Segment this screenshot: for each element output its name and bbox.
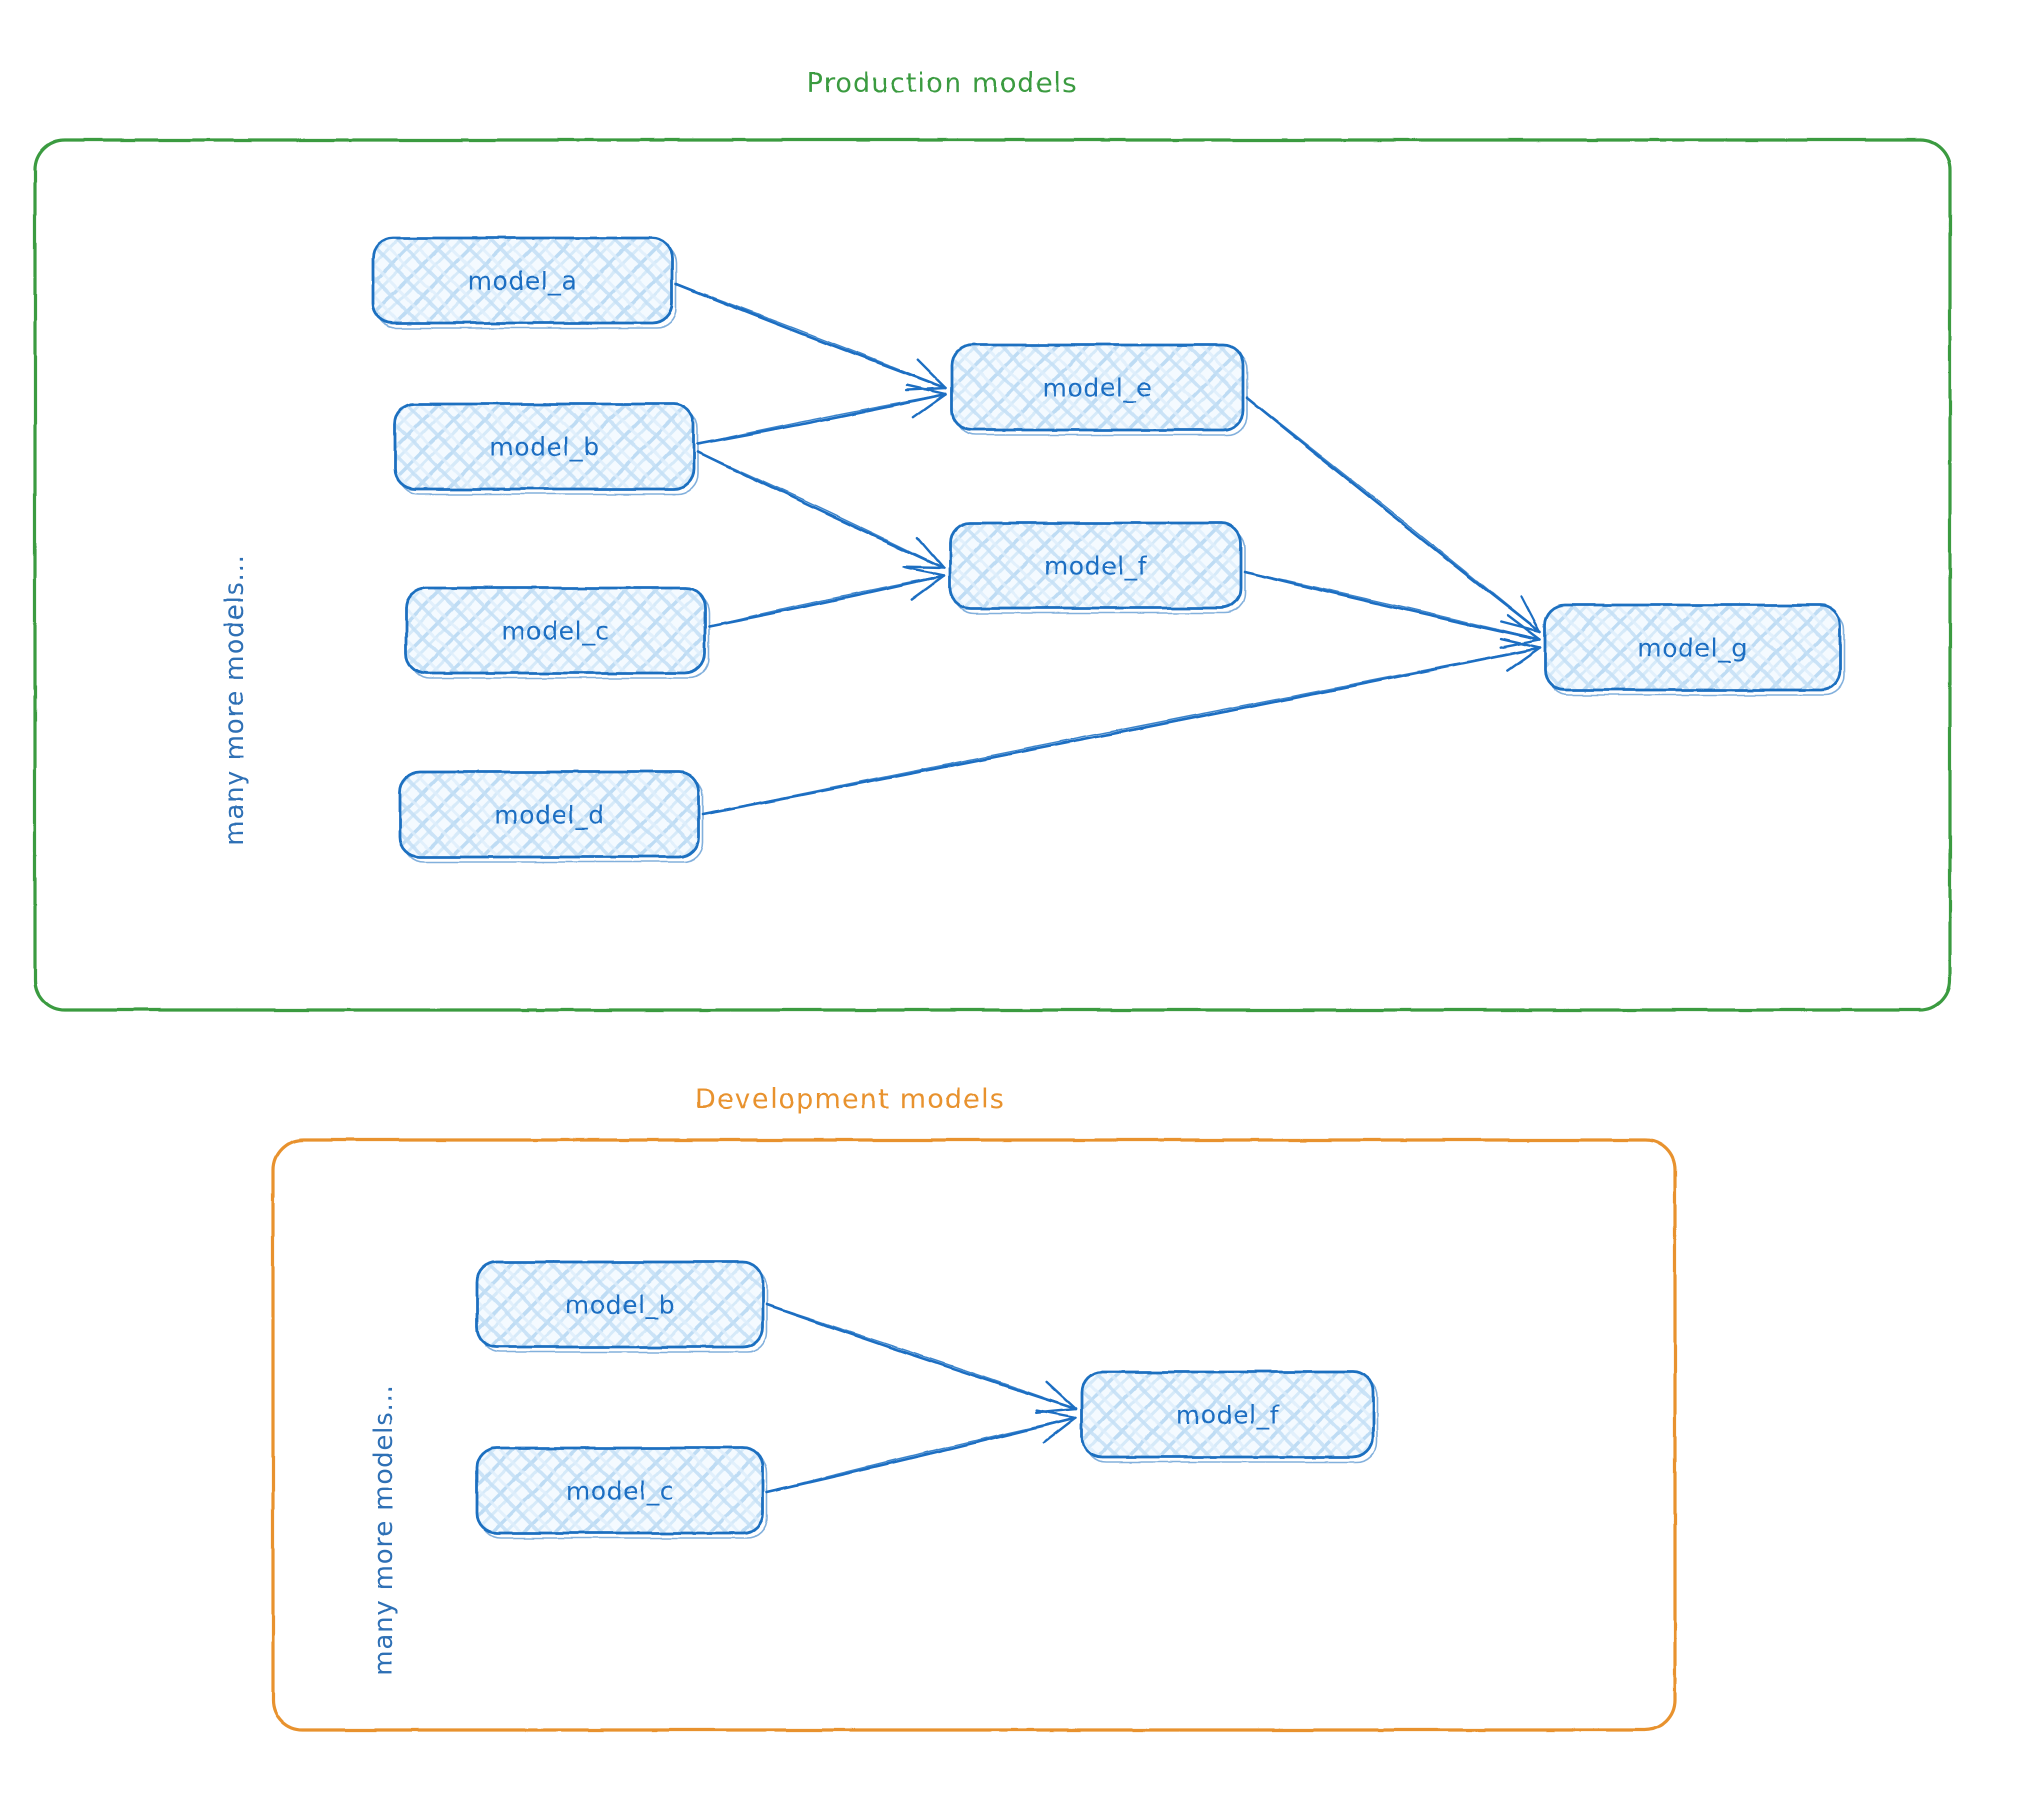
node-prod_model_e[interactable]: model_e: [950, 343, 1248, 436]
edge-model_a-to-model_e: [674, 282, 948, 392]
node-dev_model_c[interactable]: model_c: [475, 1446, 768, 1539]
node-fill-crosshatch: [477, 1262, 763, 1347]
node-label: model_e: [1043, 374, 1153, 403]
edge-model_d-to-model_g: [701, 637, 1542, 816]
node-dev_model_f[interactable]: model_f: [1080, 1370, 1378, 1463]
edge-model_c-to-model_f: [707, 566, 946, 628]
node-outline: [393, 402, 696, 491]
node-label: model_g: [1637, 634, 1747, 663]
edge-model_e-to-model_g: [1245, 396, 1542, 634]
node-fill-crosshatch: [373, 238, 672, 323]
node-outline: [1080, 1370, 1375, 1459]
development-many-more-models-note: many more models...: [369, 1384, 399, 1676]
production-many-more-models-note: many more models...: [220, 554, 250, 846]
node-fill-crosshatch: [400, 772, 699, 857]
node-outline: [404, 586, 707, 675]
nodes-layer: model_a model_b model_c model_d model_emodel…: [371, 236, 1845, 1539]
node-label: model_d: [494, 801, 604, 830]
node-prod_model_f[interactable]: model_f: [948, 521, 1246, 614]
node-outline: [371, 236, 674, 325]
node-label: model_b: [565, 1291, 675, 1320]
node-outline: [475, 1446, 765, 1535]
node-prod_model_b[interactable]: model_b: [393, 402, 699, 495]
node-outline: [1543, 603, 1842, 692]
group-frames: [33, 138, 1952, 1732]
node-label: model_a: [468, 267, 578, 296]
node-outline: [398, 770, 701, 859]
edge-model_b-to-model_e: [696, 384, 948, 446]
node-label: model_f: [1044, 552, 1148, 581]
edge-model_b-to-model_f: [765, 1303, 1078, 1414]
edges-layer: [674, 282, 1542, 1494]
node-prod_model_a[interactable]: model_a: [371, 236, 677, 329]
node-fill-crosshatch: [395, 404, 694, 489]
development-group-frame: [271, 1138, 1677, 1732]
node-fill-crosshatch: [406, 588, 705, 673]
node-label: model_b: [489, 433, 599, 462]
group-titles: Production models Development models man…: [220, 68, 1078, 1676]
node-fill-crosshatch: [1545, 605, 1840, 690]
edge-model_c-to-model_f: [765, 1409, 1078, 1494]
node-fill-crosshatch: [477, 1448, 763, 1533]
node-fill-crosshatch: [952, 345, 1243, 430]
node-outline: [950, 343, 1245, 432]
node-prod_model_c[interactable]: model_c: [404, 586, 710, 679]
node-label: model_f: [1176, 1401, 1280, 1430]
node-fill-crosshatch: [1082, 1372, 1373, 1457]
node-label: model_c: [566, 1477, 674, 1506]
node-prod_model_d[interactable]: model_d: [398, 770, 704, 863]
node-outline: [948, 521, 1243, 610]
production-group-frame: [33, 138, 1952, 1012]
development-group-title: Development models: [695, 1084, 1005, 1115]
node-outline: [475, 1260, 765, 1349]
edge-model_f-to-model_g: [1243, 570, 1542, 649]
node-label: model_c: [501, 617, 609, 646]
production-group-title: Production models: [807, 68, 1078, 99]
node-prod_model_g[interactable]: model_g: [1543, 603, 1845, 696]
edge-model_b-to-model_f: [696, 450, 946, 570]
node-dev_model_b[interactable]: model_b: [475, 1260, 768, 1353]
node-fill-crosshatch: [950, 523, 1241, 608]
